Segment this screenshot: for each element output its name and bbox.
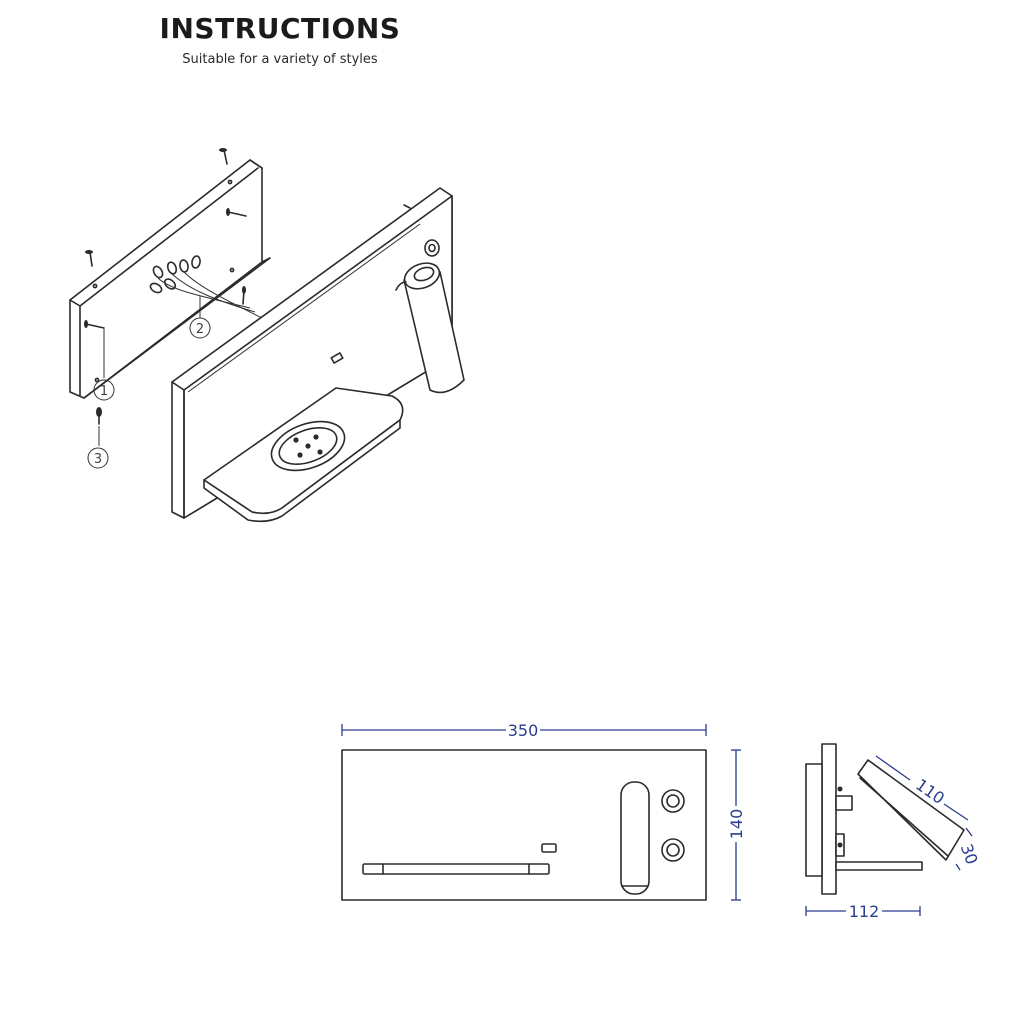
page-subtitle: Suitable for a variety of styles — [182, 52, 378, 67]
dimension-height: 140 — [727, 749, 746, 901]
screws — [84, 148, 263, 425]
svg-text:1: 1 — [100, 384, 108, 399]
dimension-depth-label: 112 — [849, 902, 880, 921]
dimension-depth: 112 — [805, 902, 921, 921]
reading-lamp-arm — [395, 262, 465, 394]
dimension-shelf-thickness-label: 30 — [957, 841, 982, 867]
side-elevation — [805, 743, 965, 895]
callout-3: 3 — [87, 447, 109, 469]
callout-1: 1 — [93, 379, 115, 401]
dimension-width: 350 — [341, 721, 707, 740]
shelf-with-wireless-charger — [203, 387, 404, 523]
svg-text:3: 3 — [94, 452, 102, 467]
dimension-width-label: 350 — [508, 721, 539, 740]
callout-2: 2 — [189, 317, 211, 339]
screw-icon — [219, 148, 228, 165]
page-title: INSTRUCTIONS — [159, 12, 401, 45]
screw-icon — [85, 250, 93, 267]
screw-icon — [242, 286, 246, 305]
front-elevation — [341, 749, 707, 901]
svg-text:2: 2 — [196, 322, 204, 337]
screw-icon — [226, 208, 247, 217]
callout-leaders — [98, 296, 201, 446]
screw-icon — [84, 320, 105, 329]
wire-connectors — [149, 255, 263, 319]
dimension-height-label: 140 — [727, 809, 746, 840]
screw-icon — [96, 407, 102, 425]
